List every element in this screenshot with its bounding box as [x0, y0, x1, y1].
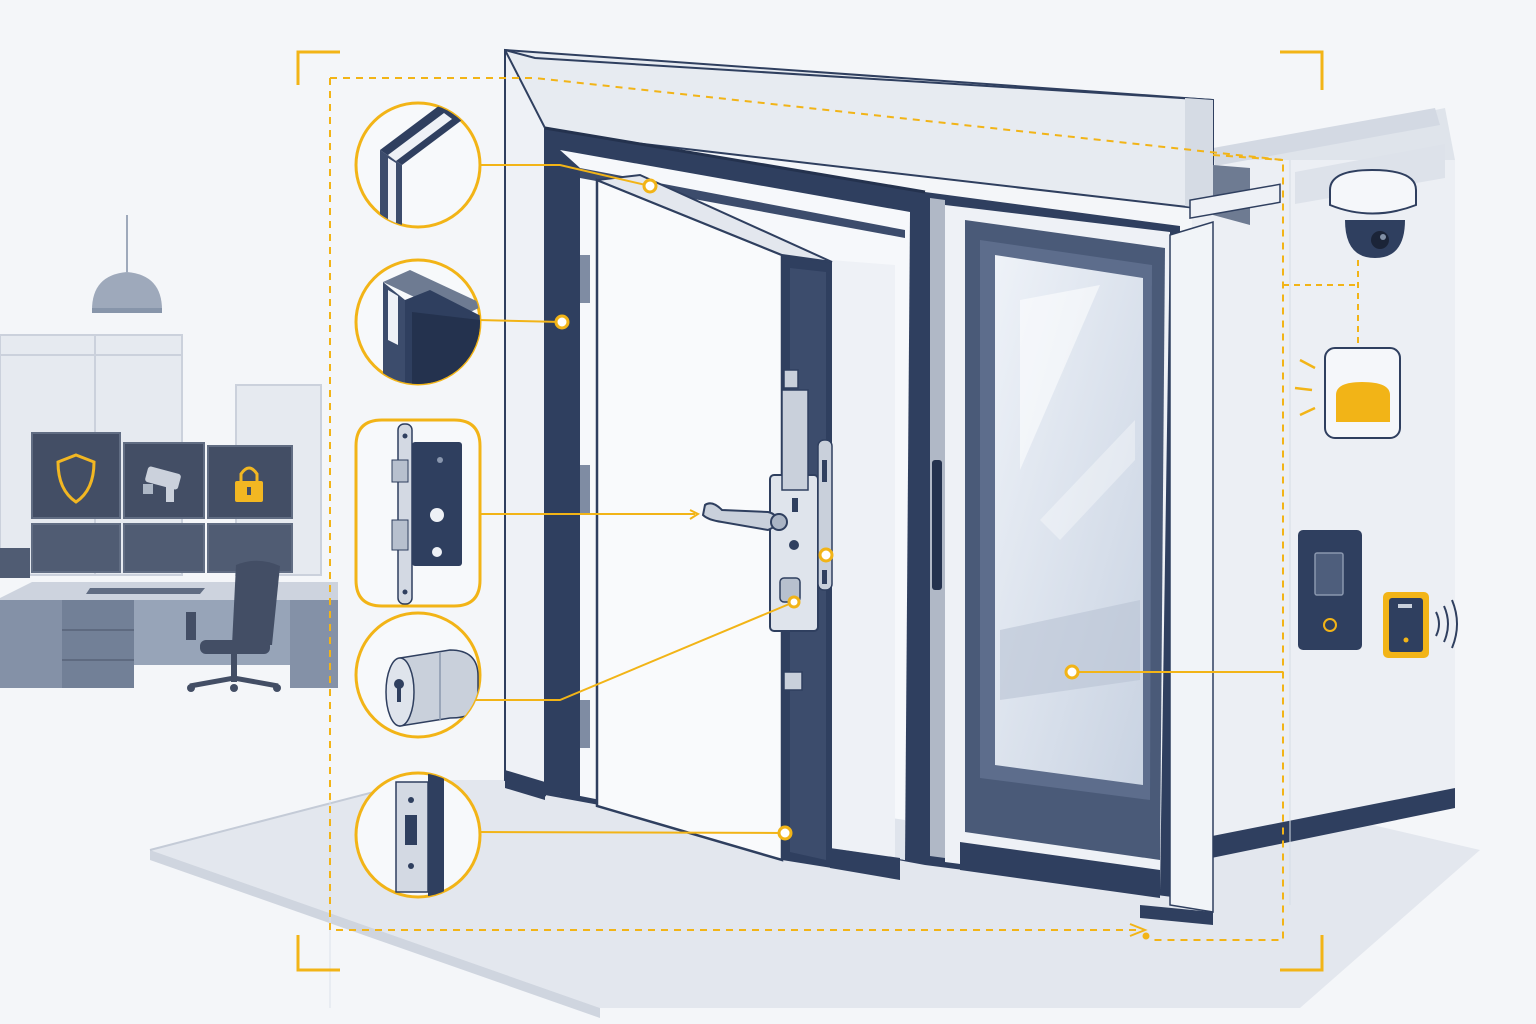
monitor-wall — [0, 432, 293, 578]
callout-strike-plate[interactable] — [354, 770, 482, 900]
lock-cylinder-icon — [385, 649, 479, 727]
office-chair-icon — [186, 560, 281, 692]
highlight-boundary — [296, 50, 1324, 972]
hinge-middle — [580, 465, 590, 513]
alarm-siren-icon — [1294, 347, 1401, 439]
side-wall — [1192, 108, 1455, 905]
dome-camera-icon — [1329, 168, 1417, 258]
door-leaf[interactable] — [595, 173, 833, 868]
pendant-lamp-icon — [92, 215, 162, 313]
door-handle[interactable] — [701, 502, 788, 532]
callout-multipoint-lock[interactable] — [354, 418, 482, 608]
callout-door-leaf-profile[interactable] — [354, 258, 485, 392]
hinge-bottom — [580, 700, 590, 748]
background-office — [0, 215, 338, 692]
mortise-lock-icon — [391, 423, 462, 605]
callout-cylinder[interactable] — [354, 611, 482, 739]
shield-icon — [56, 453, 96, 504]
cctv-camera-icon — [143, 466, 181, 502]
corner-marks — [296, 50, 1324, 972]
callout-dots — [554, 178, 1080, 841]
panel-pull-handle — [932, 460, 942, 590]
glazed-panel — [925, 183, 1281, 925]
callout-leaders — [470, 164, 1283, 834]
wall-header — [504, 48, 1250, 800]
padlock-icon — [235, 466, 263, 502]
office-desk — [0, 582, 338, 688]
frame-profile-icon — [380, 105, 462, 227]
callout-frame-corner[interactable] — [354, 101, 482, 229]
rfid-reader-icon — [1383, 592, 1458, 658]
wall-devices — [1283, 168, 1458, 658]
access-keypad-icon — [1298, 530, 1362, 650]
hinge-top — [580, 255, 590, 303]
strike-plate-icon — [395, 773, 444, 897]
